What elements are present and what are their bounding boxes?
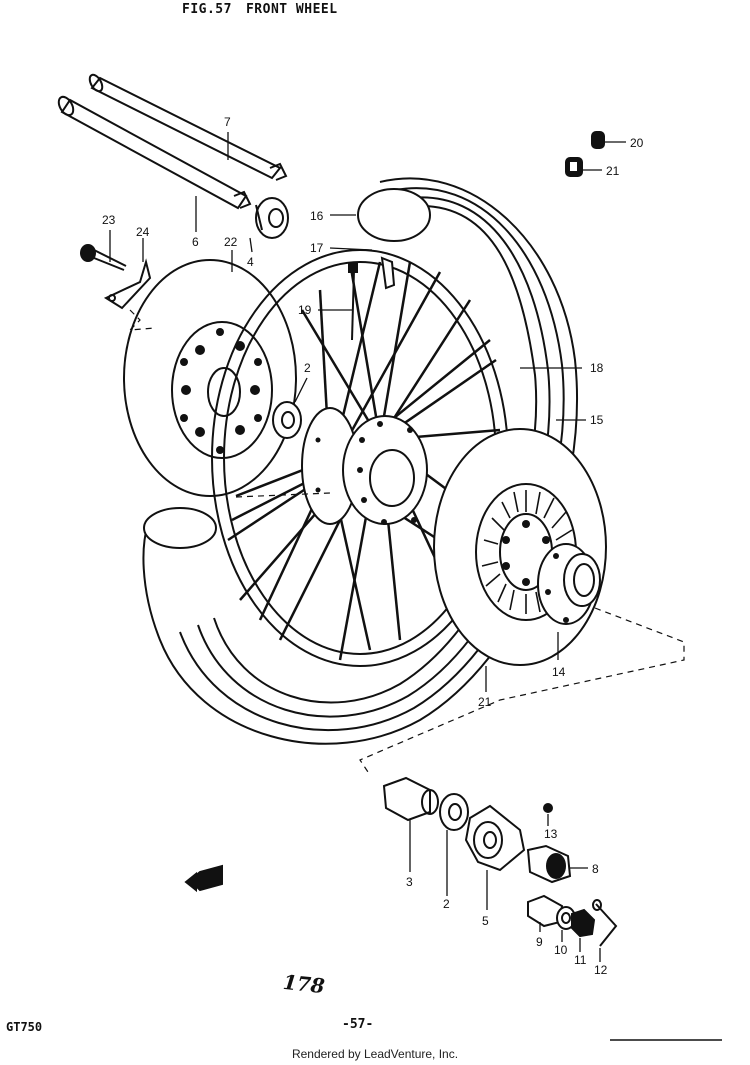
nut-21 bbox=[565, 157, 583, 177]
callout-20: 20 bbox=[630, 136, 644, 150]
callout-15: 15 bbox=[590, 413, 604, 427]
brake-disc-right bbox=[433, 428, 607, 666]
callout-6: 6 bbox=[192, 235, 199, 249]
figure-label: FIG.57 bbox=[182, 2, 232, 17]
front-arrow-icon bbox=[184, 864, 223, 893]
figure-name: FRONT WHEEL bbox=[245, 2, 338, 17]
callout-4: 4 bbox=[247, 255, 254, 269]
callout-11: 11 bbox=[574, 953, 587, 967]
callout-12: 12 bbox=[594, 963, 608, 977]
callout-10: 10 bbox=[554, 943, 568, 957]
callout-5: 5 bbox=[482, 914, 489, 928]
leader-lines bbox=[109, 132, 626, 962]
callout-19: 19 bbox=[298, 303, 312, 317]
callout-22: 22 bbox=[224, 235, 238, 249]
spacer-3 bbox=[382, 776, 439, 822]
callout-8: 8 bbox=[592, 862, 599, 876]
axle-long bbox=[88, 73, 288, 181]
callout-2-lower: 2 bbox=[443, 897, 450, 911]
callout-numbers: 7 6 4 20 21 16 17 23 24 22 19 2 18 15 14… bbox=[102, 115, 644, 977]
cotter-pin-12 bbox=[592, 899, 618, 947]
screw-13 bbox=[543, 803, 553, 813]
flange-14 bbox=[537, 543, 601, 625]
callout-17: 17 bbox=[310, 241, 324, 255]
handwritten-number: 178 bbox=[281, 969, 326, 999]
assembly-guide-lines bbox=[128, 309, 685, 776]
spacer-4 bbox=[255, 197, 289, 239]
spoke-nipple-19 bbox=[348, 263, 358, 341]
bolt-23 bbox=[80, 244, 127, 271]
callout-9: 9 bbox=[536, 935, 543, 949]
axle-short bbox=[57, 95, 252, 210]
callout-21-bottom: 21 bbox=[478, 695, 492, 709]
callout-18: 18 bbox=[590, 361, 604, 375]
callout-24: 24 bbox=[136, 225, 150, 239]
callout-3: 3 bbox=[406, 875, 413, 889]
nut-11 bbox=[571, 908, 596, 938]
bracket-24 bbox=[103, 258, 152, 310]
bearing-2-upper bbox=[272, 401, 302, 439]
callout-2-upper: 2 bbox=[304, 361, 311, 375]
bearing-2-lower bbox=[439, 793, 469, 831]
page-number: -57- bbox=[342, 1017, 374, 1032]
brake-disc-left bbox=[123, 259, 297, 497]
speedometer-gearbox-5 bbox=[464, 804, 526, 872]
callout-21-top: 21 bbox=[606, 164, 620, 178]
callout-23: 23 bbox=[102, 213, 116, 227]
figure-title: FIG.57 FRONT WHEEL bbox=[182, 2, 352, 17]
footer-credit: Rendered by LeadVenture, Inc. bbox=[291, 1047, 459, 1061]
callout-16: 16 bbox=[310, 209, 324, 223]
axle-nut-8 bbox=[526, 844, 572, 884]
callout-13: 13 bbox=[544, 827, 558, 841]
valve-17 bbox=[380, 256, 396, 290]
callout-14: 14 bbox=[552, 665, 566, 679]
nut-20 bbox=[591, 131, 605, 149]
wheel-hub bbox=[301, 407, 428, 525]
callout-7: 7 bbox=[224, 115, 231, 129]
model-label: GT750 bbox=[6, 1020, 43, 1034]
